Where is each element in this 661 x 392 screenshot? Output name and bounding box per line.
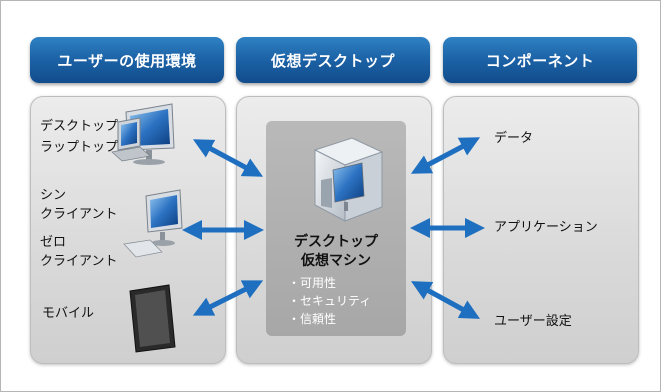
label-thin: シン [40,188,67,203]
header-user-environment: ユーザーの使用環境 [30,37,224,83]
header-virtual-desktop: 仮想デスクトップ [236,37,430,83]
label-zero: ゼロ [40,235,67,250]
laptop-icon [111,117,151,162]
label-laptop: ラップトップ [40,140,119,155]
keyboard-icon [123,239,163,258]
arrow-data [410,137,481,174]
label-data: データ [494,131,534,146]
thin-client-monitor-icon [145,189,183,246]
label-mobile: モバイル [42,306,95,321]
vm-title-virtual-machine: 仮想マシン [301,253,371,269]
header-components: コンポーネント [443,37,637,83]
vm-cube-icon [313,137,384,222]
feature-security: ・セキュリティ [288,294,372,308]
arrow-desktop [192,139,264,177]
feature-reliability: ・信頼性 [288,312,337,326]
arrow-user-settings [410,281,481,319]
tablet-icon [129,284,176,353]
arrow-mobile [192,280,264,316]
label-thin-client: クライアント [40,207,118,222]
label-desktop: デスクトップ [40,119,119,134]
label-application: アプリケーション [494,220,598,235]
label-zero-client: クライアント [40,254,118,269]
feature-availability: ・可用性 [288,276,337,290]
label-user-settings: ユーザー設定 [494,314,572,329]
vm-title-desktop: デスクトップ [294,234,378,250]
